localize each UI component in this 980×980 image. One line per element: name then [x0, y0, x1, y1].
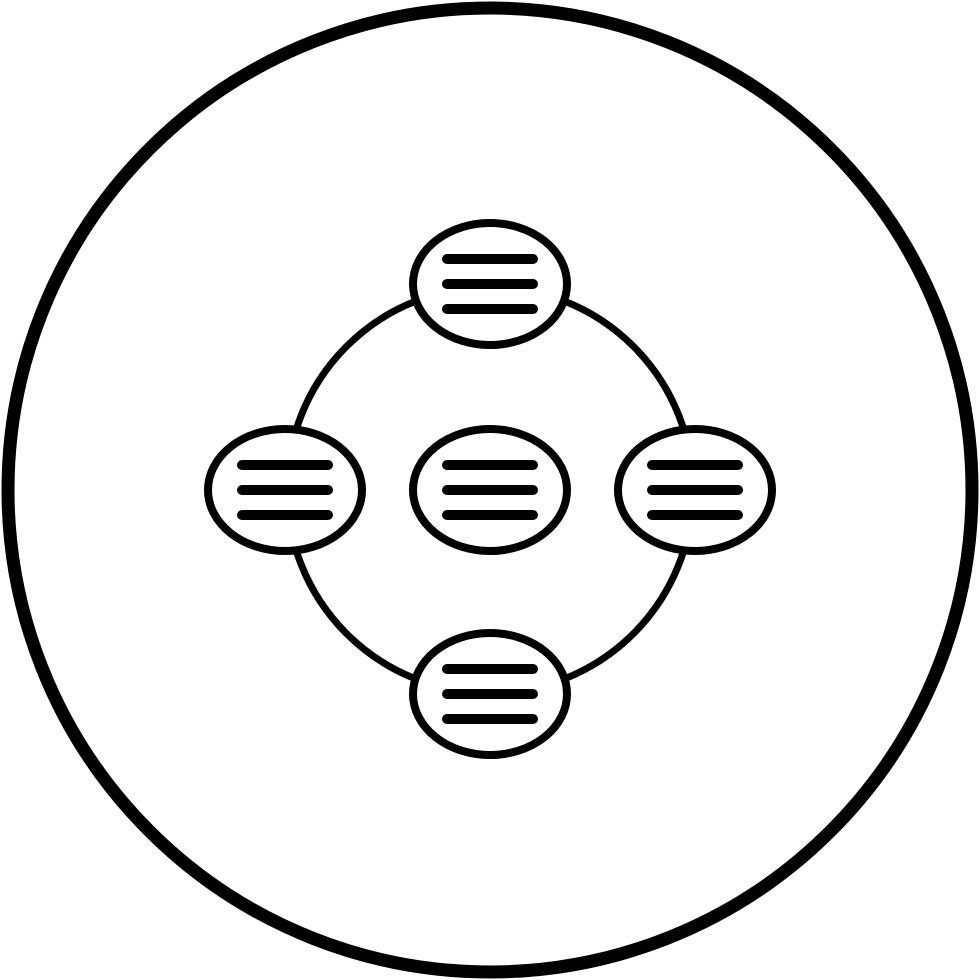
- node-right: [614, 425, 776, 555]
- node-center: [409, 425, 571, 555]
- node-top: [409, 219, 571, 349]
- node-bottom: [409, 629, 571, 759]
- node-group: [204, 219, 776, 759]
- node-left: [204, 425, 366, 555]
